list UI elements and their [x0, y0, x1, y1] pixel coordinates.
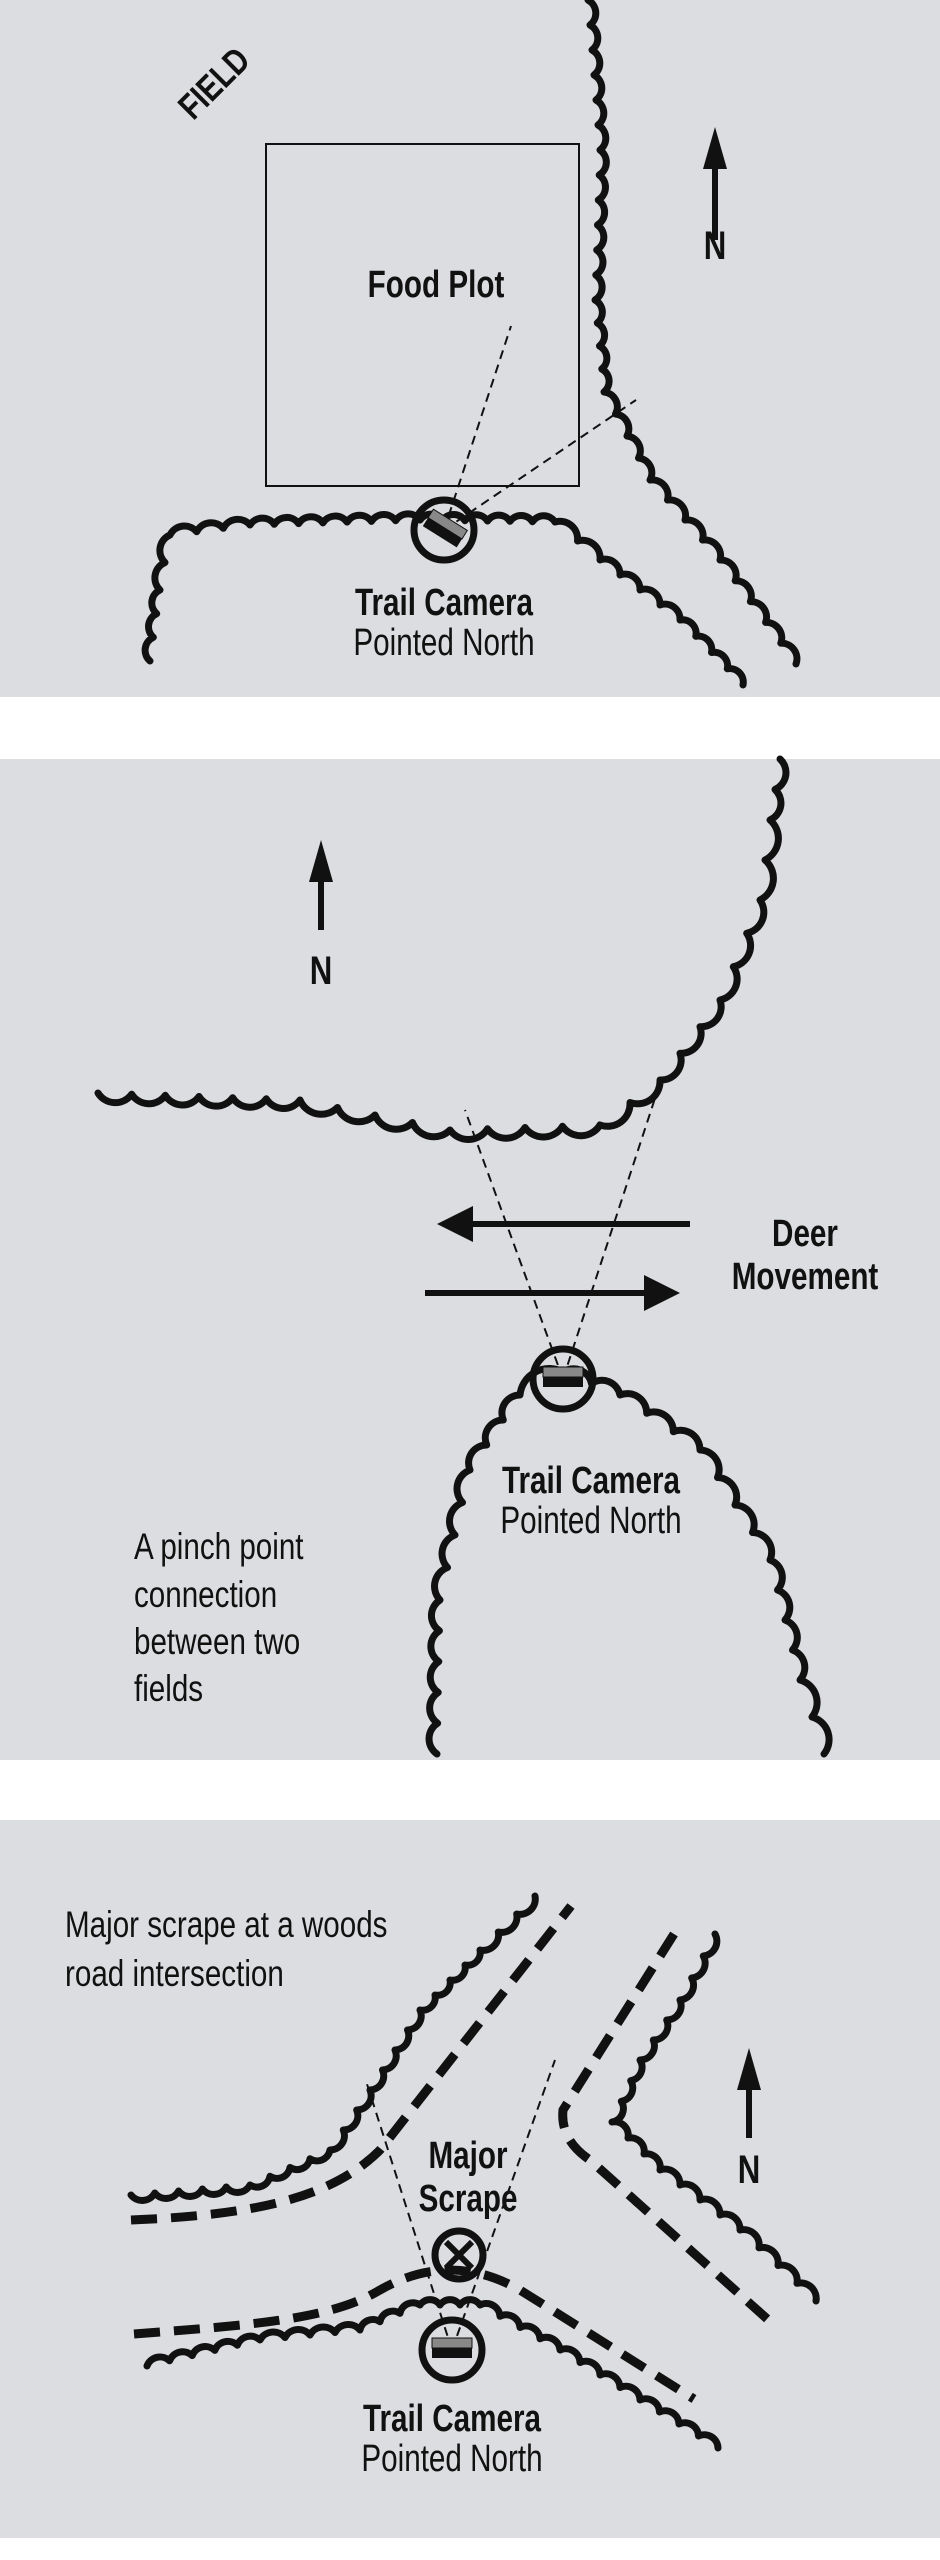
- caption-line: between two: [134, 1621, 301, 1662]
- panel-3-background: [0, 1820, 940, 2538]
- major-scrape-icon: [431, 2227, 487, 2283]
- trail-camera-icon: [422, 508, 469, 548]
- panel-3-lines: [127, 1892, 820, 2452]
- camera-title: Trail Camera: [502, 1460, 680, 1502]
- food-plot-rectangle: [265, 143, 580, 487]
- major-scrape-label-line1: Major: [428, 2135, 508, 2177]
- camera-view-cone-edge: [365, 2080, 453, 2351]
- caption-line: Major scrape at a woods: [65, 1904, 388, 1945]
- tree-line: [141, 510, 747, 689]
- panel-1-lines: [141, 0, 801, 689]
- deer-movement-label-line2: Movement: [731, 1256, 879, 1298]
- woods-road-edge: [133, 2265, 697, 2403]
- north-arrow-icon: [309, 840, 333, 882]
- camera-body: [432, 2348, 472, 2358]
- camera-body: [543, 1377, 583, 1387]
- panel-2-lines: [94, 755, 833, 1758]
- caption-line: A pinch point: [134, 1526, 304, 1567]
- camera-view-cone-edge: [451, 2059, 556, 2351]
- north-arrow-icon: [703, 127, 727, 169]
- camera-view-cone-edge: [562, 1079, 662, 1380]
- camera-view-cone-edge: [443, 399, 637, 531]
- major-scrape-label-line2: Scrape: [418, 2178, 518, 2220]
- caption-line: road intersection: [65, 1953, 284, 1994]
- camera-location-circle: [418, 2316, 486, 2384]
- deer-movement-label-line1: Deer: [772, 1213, 838, 1255]
- woods-road-edge: [558, 1931, 779, 2330]
- caption-line: fields: [134, 1668, 204, 1709]
- camera-subtitle: Pointed North: [361, 2438, 543, 2480]
- scrape-x-mark: [443, 2239, 475, 2271]
- woods-road-edge: [130, 1903, 575, 2225]
- trail-camera-icon: [542, 1366, 584, 1387]
- tree-line: [127, 1892, 539, 2204]
- camera-view-cone-edge: [464, 1109, 564, 1380]
- camera-body: [422, 517, 463, 548]
- camera-lens: [431, 2337, 473, 2349]
- tree-line: [608, 1930, 820, 2305]
- north-label: N: [309, 949, 333, 993]
- camera-subtitle: Pointed North: [500, 1500, 682, 1542]
- camera-lens: [542, 1366, 584, 1378]
- camera-view-cone-edge: [443, 325, 512, 531]
- tree-line: [584, 0, 801, 668]
- camera-location-circle: [529, 1345, 597, 1413]
- tree-line: [94, 755, 790, 1143]
- camera-location-circle: [410, 496, 478, 564]
- food-plot-label: Food Plot: [367, 264, 505, 306]
- north-label: N: [703, 224, 727, 268]
- camera-title: Trail Camera: [363, 2398, 541, 2440]
- trail-camera-icon: [431, 2337, 473, 2358]
- north-label: N: [737, 2148, 761, 2192]
- camera-lens: [427, 508, 469, 540]
- camera-title: Trail Camera: [355, 582, 533, 624]
- north-arrow-icon: [737, 2048, 761, 2090]
- caption-line: connection: [134, 1574, 278, 1615]
- tree-line: [143, 2296, 722, 2452]
- camera-subtitle: Pointed North: [353, 622, 535, 664]
